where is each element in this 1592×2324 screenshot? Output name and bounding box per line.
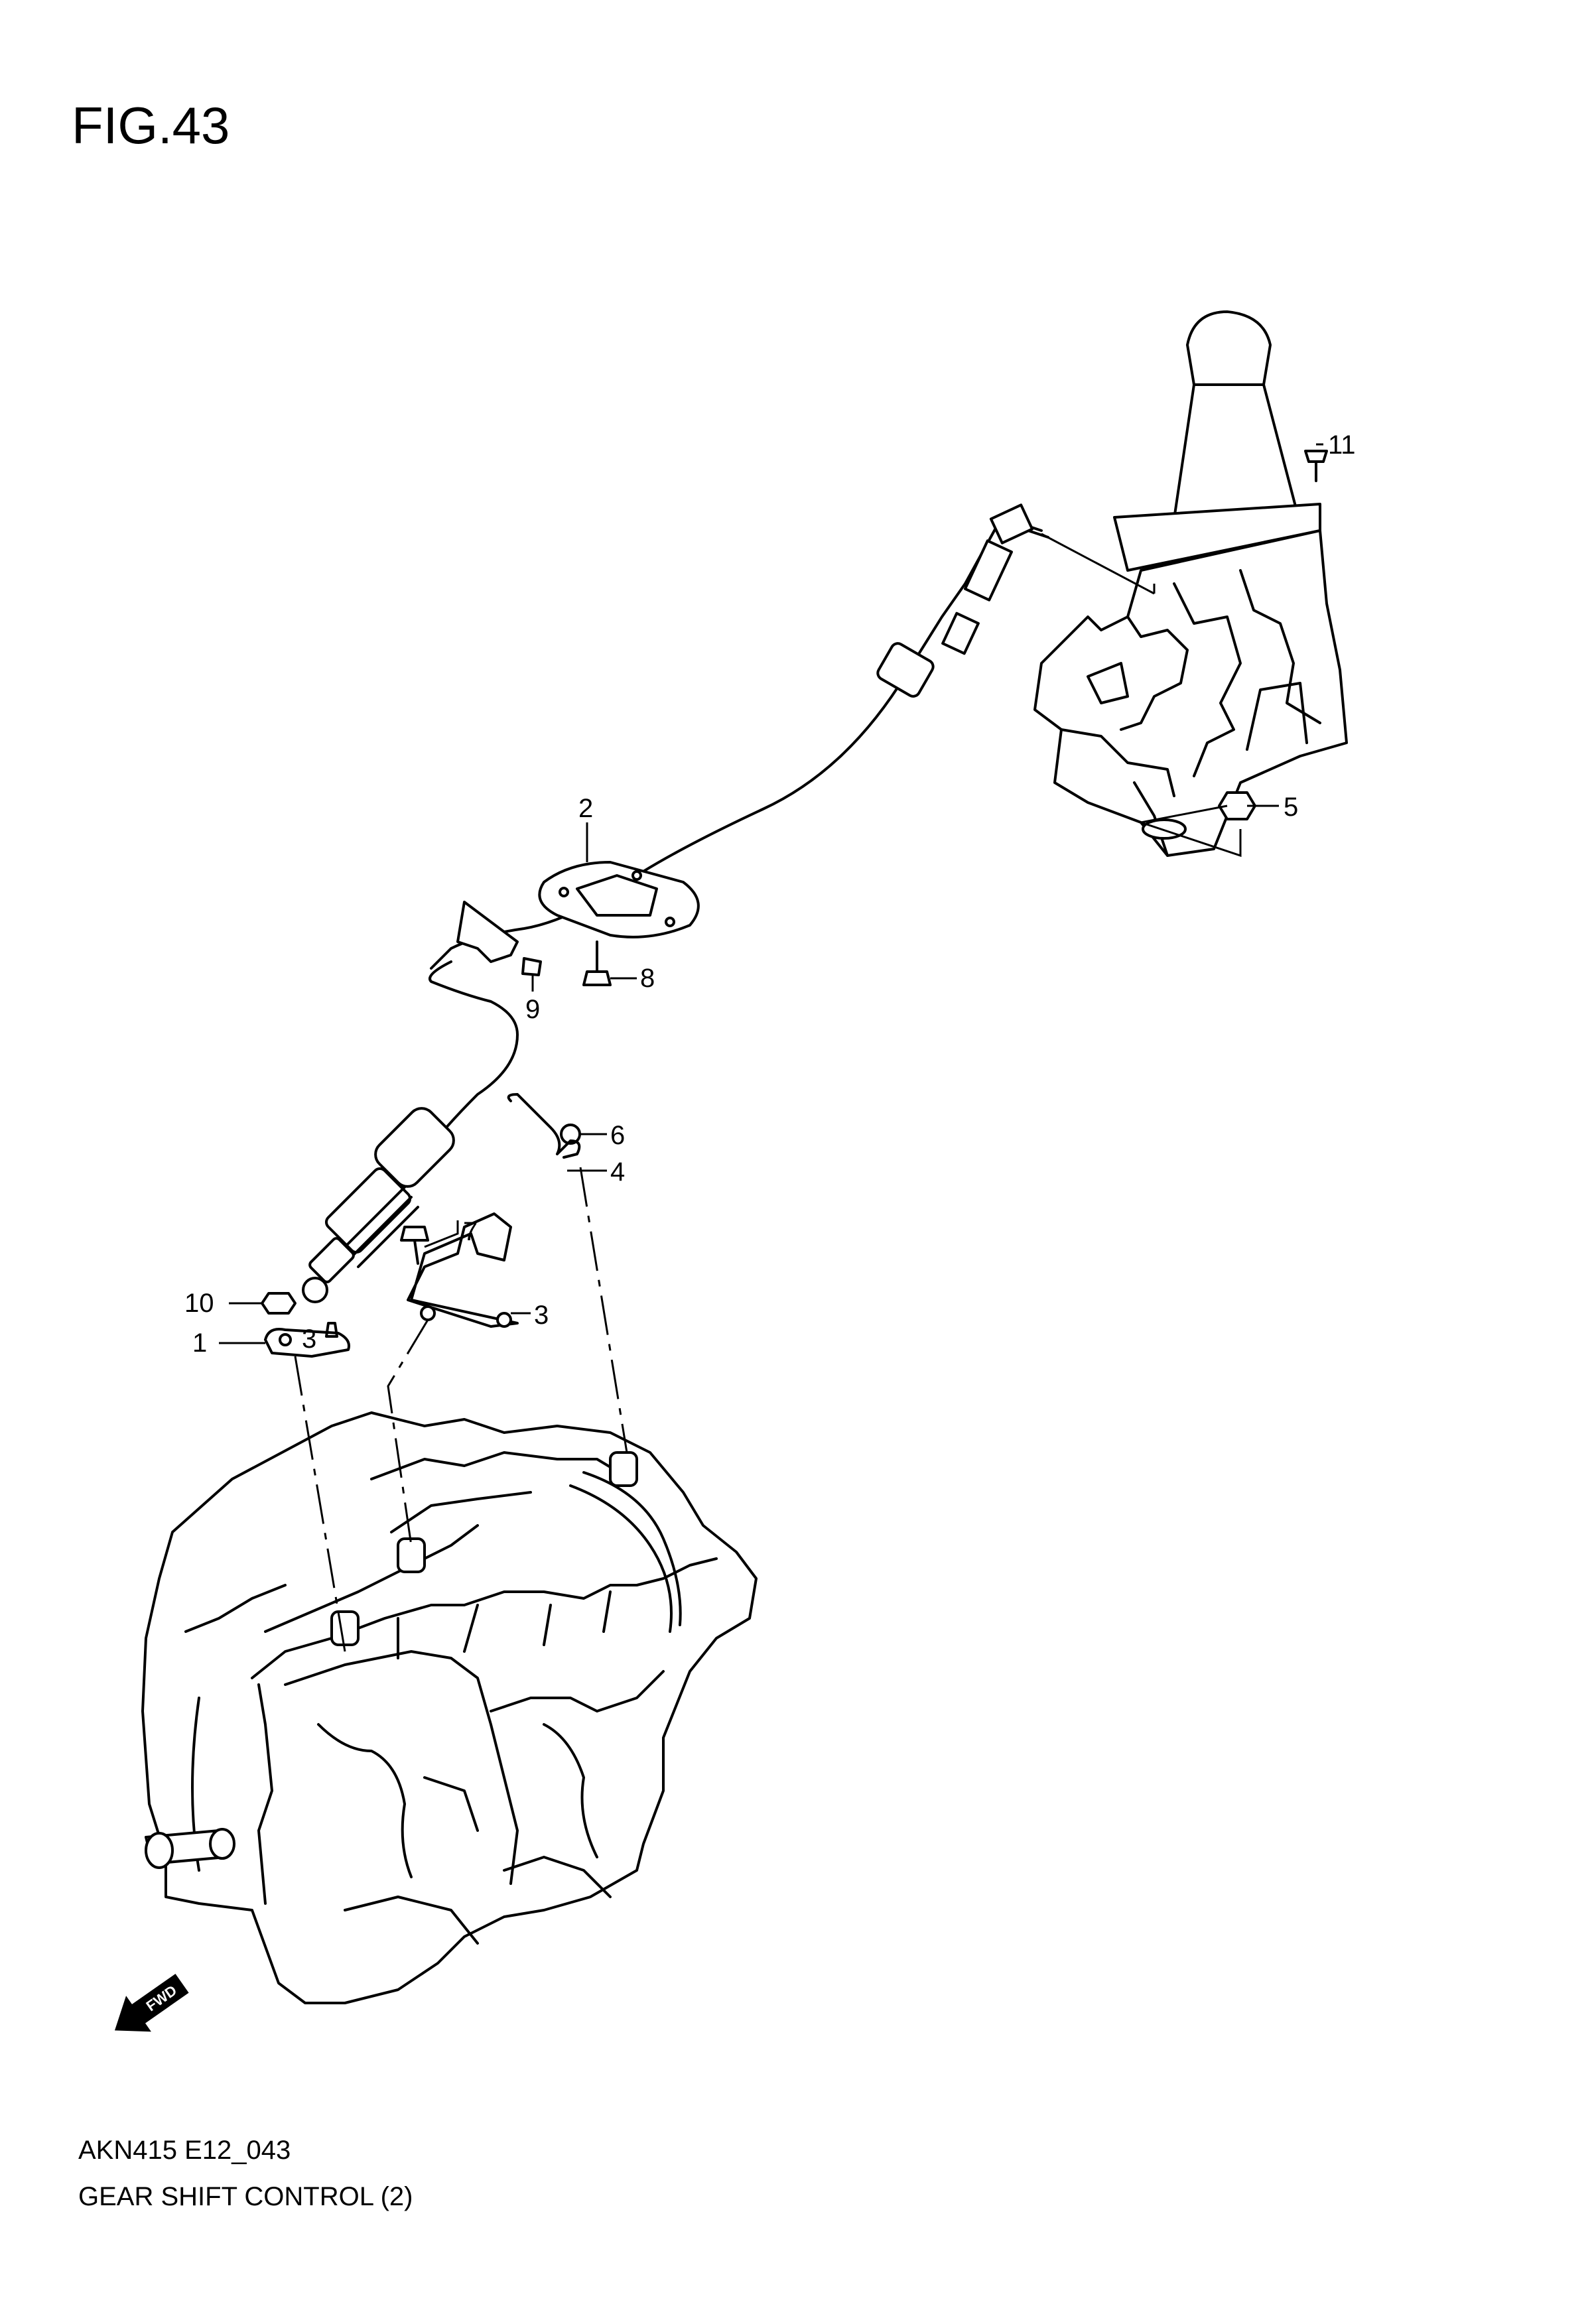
callout-9: 9 <box>525 995 540 1024</box>
transmission-case <box>141 1411 758 2004</box>
callout-7: 7 <box>463 1217 478 1246</box>
callout-10: 10 <box>184 1289 214 1318</box>
shift-lever-assembly <box>1033 310 1348 857</box>
svg-text:3: 3 <box>302 1324 316 1354</box>
figure-title: FIG.43 <box>72 96 230 155</box>
callout-11: 11 <box>1328 430 1356 460</box>
callout-labels: 1 2 3 4 5 6 7 8 9 10 11 <box>184 430 1356 1358</box>
small-parts: 3 <box>261 450 1328 1358</box>
callout-3: 3 <box>534 1301 549 1330</box>
diagram-code: AKN415 E12_043 <box>78 2136 291 2165</box>
callout-8: 8 <box>640 964 655 993</box>
callout-4: 4 <box>610 1157 625 1187</box>
callout-6: 6 <box>610 1121 625 1150</box>
diagram-title: GEAR SHIFT CONTROL (2) <box>78 2182 413 2211</box>
leader-lines <box>219 443 1323 1652</box>
fwd-arrow-icon: FWD <box>114 1973 189 2032</box>
callout-2: 2 <box>578 794 593 823</box>
callout-5: 5 <box>1284 793 1298 822</box>
shift-cable <box>302 503 1049 1303</box>
callout-1: 1 <box>192 1328 207 1358</box>
